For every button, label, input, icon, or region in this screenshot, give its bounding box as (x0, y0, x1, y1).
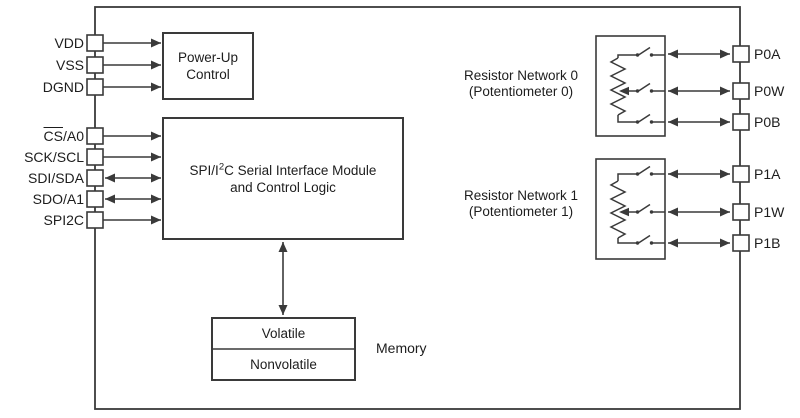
pin-p1a (732, 165, 750, 183)
resistor-network-1-contacts (619, 172, 654, 245)
pin-sck-scl (86, 148, 104, 166)
pin-label-p1b: P1B (754, 235, 781, 251)
pin-label-vdd: VDD (54, 35, 84, 51)
pin-squares (86, 34, 750, 252)
spst-switch-icon (636, 46, 651, 57)
spst-switch-icon (636, 234, 651, 245)
pin-dgnd (86, 78, 104, 96)
pin-label-p1w: P1W (754, 204, 785, 220)
pin-spi2c (86, 211, 104, 229)
memory-label: Memory (376, 340, 427, 356)
memory-nonvolatile-cell: Nonvolatile (250, 357, 317, 372)
resistor-network-0-label: Resistor Network 0 (Potentiometer 0) (443, 68, 599, 99)
pin-label-p0b: P0B (754, 114, 781, 130)
wire (617, 173, 636, 181)
network-0-line1: Resistor Network 0 (463, 68, 579, 83)
pin-label-sdi-sda: SDI/SDA (27, 170, 84, 186)
wiper-arrow-icon (619, 86, 629, 96)
cs-overline-text: CS (43, 128, 63, 144)
pin-p0b (732, 113, 750, 131)
wire (617, 238, 636, 244)
cs-rest-text: /A0 (62, 128, 84, 144)
right-pin-wires (668, 49, 730, 248)
spst-switch-icon (636, 165, 651, 176)
pin-label-cs-a0: CS/A0 (0, 128, 84, 144)
network-0-line2: (Potentiometer 0) (468, 83, 574, 99)
pin-label-p0w: P0W (754, 83, 785, 99)
pin-vss (86, 56, 104, 74)
resistor-network-1-label: Resistor Network 1 (Potentiometer 1) (443, 188, 599, 219)
pin-label-p0a: P0A (754, 46, 781, 62)
memory-volatile-cell: Volatile (261, 326, 306, 341)
pin-p0w (732, 82, 750, 100)
left-pin-wires (103, 38, 161, 225)
resistor-network-0-contacts (619, 53, 654, 124)
wire (617, 115, 636, 123)
pin-p1w (732, 203, 750, 221)
pin-p0a (732, 45, 750, 63)
pin-sdi-sda (86, 169, 104, 187)
spi-suffix: C Serial Interface Module (224, 162, 377, 178)
wiper-arrow-icon (619, 207, 629, 217)
power-up-line2: Control (186, 67, 230, 82)
spst-switch-icon (636, 82, 651, 93)
pin-label-vss: VSS (55, 57, 84, 73)
spst-switch-icon (636, 113, 651, 124)
spi-prefix: SPI/I (189, 162, 219, 178)
network-1-line2: (Potentiometer 1) (468, 203, 574, 219)
network-1-line1: Resistor Network 1 (463, 188, 579, 203)
spi-superscript: 2 (218, 161, 225, 172)
wire (617, 54, 636, 58)
pin-p1b (732, 234, 750, 252)
power-up-control-block (162, 32, 254, 100)
pin-label-sck-scl: SCK/SCL (24, 149, 84, 165)
resistor-network-0-box (595, 35, 666, 137)
serial-interface-block (162, 117, 404, 240)
resistor-network-0-internals (609, 46, 665, 124)
resistor-zigzag-icon (609, 180, 627, 239)
serial-interface-label: SPI/I2C Serial Interface Module and Cont… (163, 118, 403, 239)
serial-interface-line2: and Control Logic (230, 179, 336, 195)
pin-label-spi2c: SPI2C (43, 212, 84, 228)
spst-switch-icon (636, 203, 651, 214)
serial-interface-line1: SPI/I2C Serial Interface Module (190, 162, 377, 179)
pin-label-sdo-a1: SDO/A1 (32, 191, 84, 207)
pin-vdd (86, 34, 104, 52)
pin-label-dgnd: DGND (42, 79, 84, 95)
resistor-network-1-internals (609, 165, 665, 245)
power-up-control-label: Power-Up Control (163, 33, 253, 99)
pin-cs-a0 (86, 127, 104, 145)
power-up-line1: Power-Up (177, 50, 239, 65)
resistor-zigzag-icon (609, 57, 627, 116)
pin-label-p1a: P1A (754, 166, 781, 182)
pin-sdo-a1 (86, 190, 104, 208)
